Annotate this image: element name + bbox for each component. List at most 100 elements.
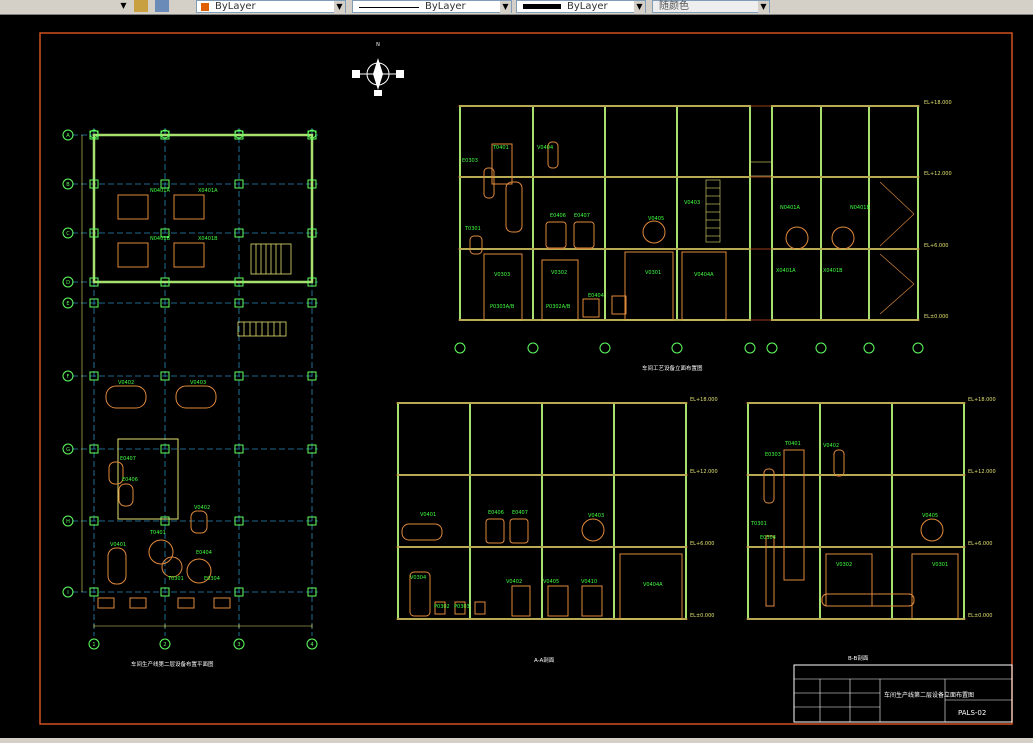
lineweight-control[interactable]: ByLayer ▼ xyxy=(516,0,646,13)
axis-label: D xyxy=(66,280,70,286)
plan-label: E0406 xyxy=(122,477,138,483)
equip-label: X0401A xyxy=(776,268,796,274)
equip-label: P0302 xyxy=(434,604,450,610)
plan-view[interactable]: N0401A X0401A N0401B X0401B V0402 V0403 … xyxy=(62,128,318,668)
color-control-label: ByLayer xyxy=(215,1,256,12)
section-aa[interactable]: EL+18.000 EL+12.000 EL+6.000 EL±0.000 V0… xyxy=(396,397,718,664)
equip-label: T0301 xyxy=(464,226,481,232)
plan-label: V0402 xyxy=(118,380,134,386)
plan-label: E0304 xyxy=(204,576,220,582)
equip-label: V0301 xyxy=(645,270,661,276)
equip-label: V0301 xyxy=(932,562,948,568)
level-label: EL+12.000 xyxy=(968,469,996,475)
layer-states-icon[interactable] xyxy=(134,0,148,12)
plan-label: N0401A xyxy=(150,188,170,194)
equip-label: N0401A xyxy=(780,205,800,211)
equip-label: V0405 xyxy=(922,513,938,519)
plan-label: T0401 xyxy=(149,530,166,536)
level-label: EL+6.000 xyxy=(968,541,992,547)
level-label: EL+18.000 xyxy=(968,397,996,403)
equip-label: V0405 xyxy=(543,579,559,585)
plan-label: N0401B xyxy=(150,236,170,242)
level-label: EL+6.000 xyxy=(690,541,714,547)
plan-label: V0402 xyxy=(194,505,210,511)
equip-label: T0401 xyxy=(784,441,801,447)
plan-label: X0401A xyxy=(198,188,218,194)
axis-label: 3 xyxy=(237,642,240,648)
color-control[interactable]: ByLayer ▼ xyxy=(196,0,346,13)
equip-label: V0403 xyxy=(588,513,604,519)
chevron-down-icon[interactable]: ▼ xyxy=(118,0,129,12)
plan-label: V0403 xyxy=(190,380,206,386)
equip-label: V0401 xyxy=(420,512,436,518)
equip-label: E0406 xyxy=(550,213,566,219)
level-label: EL+18.000 xyxy=(690,397,718,403)
axis-label: B xyxy=(66,182,70,188)
equip-label: E0407 xyxy=(574,213,590,219)
level-label: EL+12.000 xyxy=(924,171,952,177)
plan-title: 车间生产线第二层设备布置平面图 xyxy=(131,660,214,668)
main-elevation[interactable]: EL+18.000 EL+12.000 EL+6.000 EL±0.000 E0… xyxy=(454,100,952,372)
equip-label: V0405 xyxy=(648,216,664,222)
axis-label: 4 xyxy=(310,642,313,648)
bb-title: B-B剖面 xyxy=(848,654,869,662)
color-swatch-icon xyxy=(201,3,209,11)
layer-previous-icon[interactable] xyxy=(155,0,169,12)
level-label: EL+6.000 xyxy=(924,243,948,249)
title-block-sheet-number: PALS-02 xyxy=(958,709,986,717)
lineweight-control-label: ByLayer xyxy=(567,1,608,12)
equip-label: V0404 xyxy=(537,145,553,151)
linetype-preview-icon xyxy=(359,7,419,8)
equip-label: E0303 xyxy=(765,452,781,458)
plotstyle-control-label: 随颜色 xyxy=(659,1,689,12)
section-bb[interactable]: EL+18.000 EL+12.000 EL+6.000 EL±0.000 E0… xyxy=(746,397,996,662)
chevron-down-icon[interactable]: ▼ xyxy=(500,1,511,13)
main-elevation-title: 车间工艺设备立面布置图 xyxy=(642,364,703,372)
equip-label: P0303 xyxy=(454,604,470,610)
properties-toolbar: ▼ ByLayer ▼ ByLayer ▼ ByLayer ▼ 随颜色 ▼ xyxy=(0,0,1033,15)
equip-label: V0404A xyxy=(643,582,663,588)
axis-label: 1 xyxy=(92,642,95,648)
plan-label: E0407 xyxy=(120,456,136,462)
axis-label: I xyxy=(67,590,68,596)
plan-label: V0401 xyxy=(110,542,126,548)
lineweight-preview-icon xyxy=(523,4,561,9)
linetype-control[interactable]: ByLayer ▼ xyxy=(352,0,512,13)
equip-label: X0401B xyxy=(823,268,843,274)
equip-label: P0303A/B xyxy=(490,304,515,310)
axis-label: E xyxy=(66,301,69,307)
plan-label: E0404 xyxy=(196,550,212,556)
equip-label: T0401 xyxy=(492,145,509,151)
level-label: EL+12.000 xyxy=(690,469,718,475)
drawing-canvas[interactable]: N xyxy=(0,14,1033,738)
axis-label: H xyxy=(66,519,70,525)
equip-label: V0302 xyxy=(836,562,852,568)
equip-label: E0303 xyxy=(462,158,478,164)
chevron-down-icon[interactable]: ▼ xyxy=(758,1,769,13)
equip-label: V0404A xyxy=(694,272,714,278)
equip-label: V0303 xyxy=(494,272,510,278)
linetype-control-label: ByLayer xyxy=(425,1,466,12)
aa-title: A-A剖面 xyxy=(534,656,555,664)
equip-label: V0403 xyxy=(684,200,700,206)
plan-label: X0401B xyxy=(198,236,218,242)
equip-label: V0302 xyxy=(551,270,567,276)
axis-label: 2 xyxy=(163,642,166,648)
north-label: N xyxy=(376,42,380,48)
axis-label: C xyxy=(66,231,70,237)
equip-label: E0406 xyxy=(488,510,504,516)
status-bar xyxy=(0,738,1033,743)
chevron-down-icon[interactable]: ▼ xyxy=(334,1,345,13)
sheet-border xyxy=(39,32,1013,725)
chevron-down-icon[interactable]: ▼ xyxy=(634,1,645,13)
axis-label: G xyxy=(66,447,70,453)
level-label: EL+18.000 xyxy=(924,100,952,106)
north-arrow: N xyxy=(352,42,404,96)
title-block: 车间生产线第二层设备立面布置图 PALS-02 xyxy=(793,664,1013,723)
equip-label: E0407 xyxy=(512,510,528,516)
equip-label: V0304 xyxy=(410,575,426,581)
axis-label: F xyxy=(67,374,70,380)
equip-label: V0402 xyxy=(823,443,839,449)
level-label: EL±0.000 xyxy=(968,613,992,619)
plotstyle-control[interactable]: 随颜色 ▼ xyxy=(652,0,770,13)
